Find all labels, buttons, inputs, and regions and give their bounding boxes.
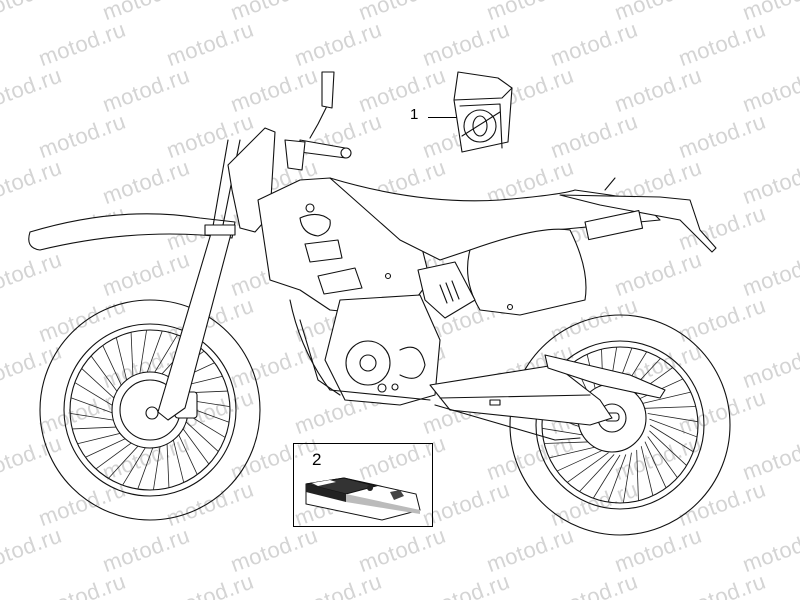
front-fender [28, 213, 236, 251]
rear-wheel [509, 314, 731, 536]
callout-1-leader [428, 117, 460, 118]
callout-2-number: 2 [312, 450, 322, 469]
callout-1-number: 1 [410, 106, 419, 123]
side-panel [467, 228, 587, 316]
engine [324, 294, 441, 406]
chain-guard [544, 354, 666, 399]
rear-fender [559, 194, 717, 253]
callout-2-box[interactable]: 2 [293, 443, 433, 527]
callout-1[interactable]: 1 [410, 100, 460, 124]
owners-manual-icon [305, 477, 421, 521]
front-wheel [39, 299, 261, 521]
tool-kit-pouch-icon [453, 71, 513, 153]
